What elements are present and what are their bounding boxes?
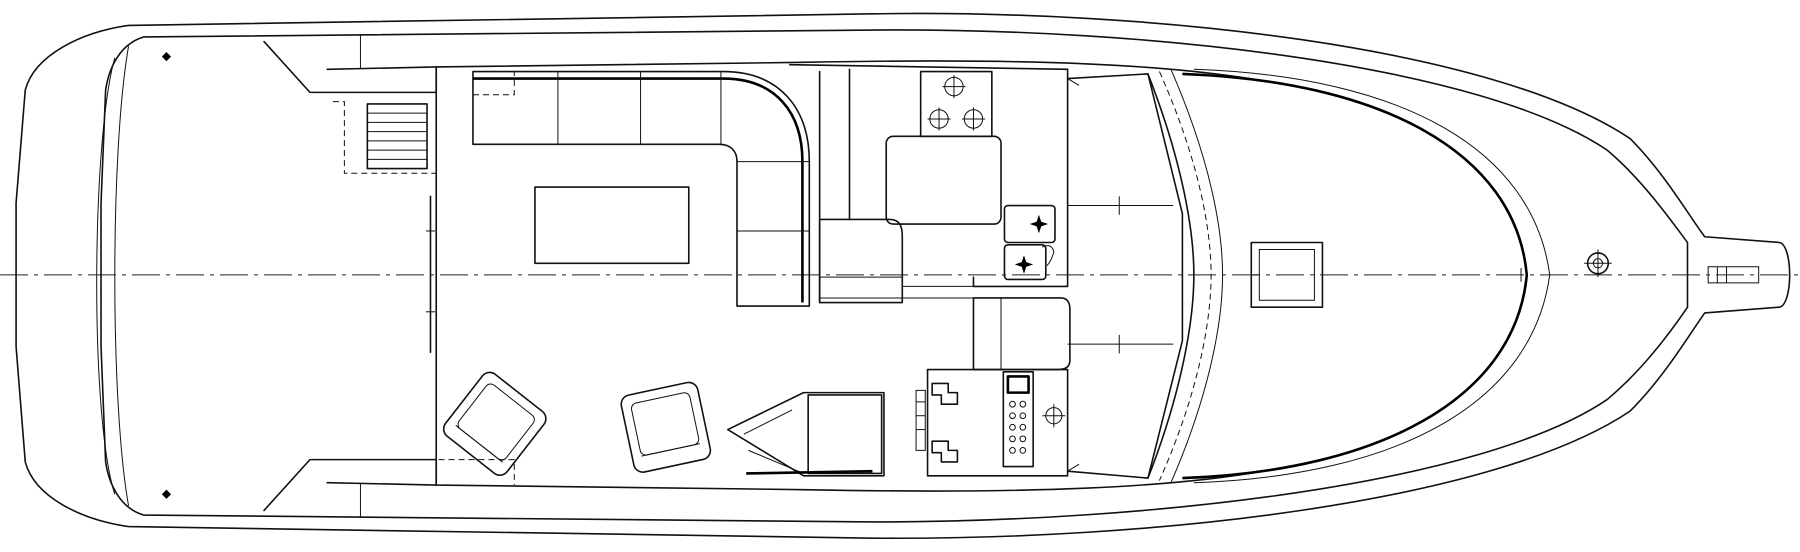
stove (921, 72, 992, 137)
helm-wheel-icon (1042, 404, 1065, 427)
salon-settee (473, 72, 809, 306)
helm-panel (1003, 372, 1033, 467)
companionway (728, 393, 884, 476)
salon-bulkhead (426, 67, 436, 485)
transom-line-2 (115, 46, 129, 506)
salon-table (535, 187, 689, 263)
deck-screw-top-icon (161, 51, 172, 62)
salon-chair-right (620, 381, 713, 474)
galley (790, 65, 1119, 303)
sink-basin-2 (1004, 245, 1045, 280)
stove-burner-3-icon (962, 107, 985, 130)
companionway-hatch (808, 395, 881, 474)
sink-drain-1-icon (1029, 214, 1049, 234)
side-decks (264, 35, 1263, 518)
hull-outer-outline (16, 13, 1790, 538)
steps (367, 104, 427, 169)
helm-console (928, 370, 1068, 476)
side-deck-starboard (264, 460, 1263, 511)
foredeck (1182, 69, 1611, 482)
galley-counter (886, 136, 1001, 224)
helm-seat (973, 298, 1069, 370)
sink-drain-2-icon (1014, 255, 1034, 274)
sink-basin-1 (1004, 206, 1055, 243)
helm (916, 298, 1119, 476)
cockpit-steps (333, 102, 436, 174)
deck-screw-bottom-icon (161, 489, 172, 499)
transom-line-1 (97, 58, 115, 495)
salon-chair-left (440, 369, 550, 479)
hull-inner-outline (101, 30, 1687, 522)
side-deck-port (264, 42, 1263, 93)
windshield (1068, 69, 1223, 482)
faucet (1042, 246, 1053, 266)
stove-burner-2-icon (928, 107, 951, 130)
bow-pulpit (1708, 267, 1759, 283)
throttle-upper (932, 383, 957, 404)
throttle-lower (932, 441, 957, 462)
bow-cleat-icon (1584, 249, 1612, 277)
galley-seat (820, 219, 903, 302)
hull (16, 13, 1790, 538)
stove-burner-1-icon (942, 75, 965, 98)
